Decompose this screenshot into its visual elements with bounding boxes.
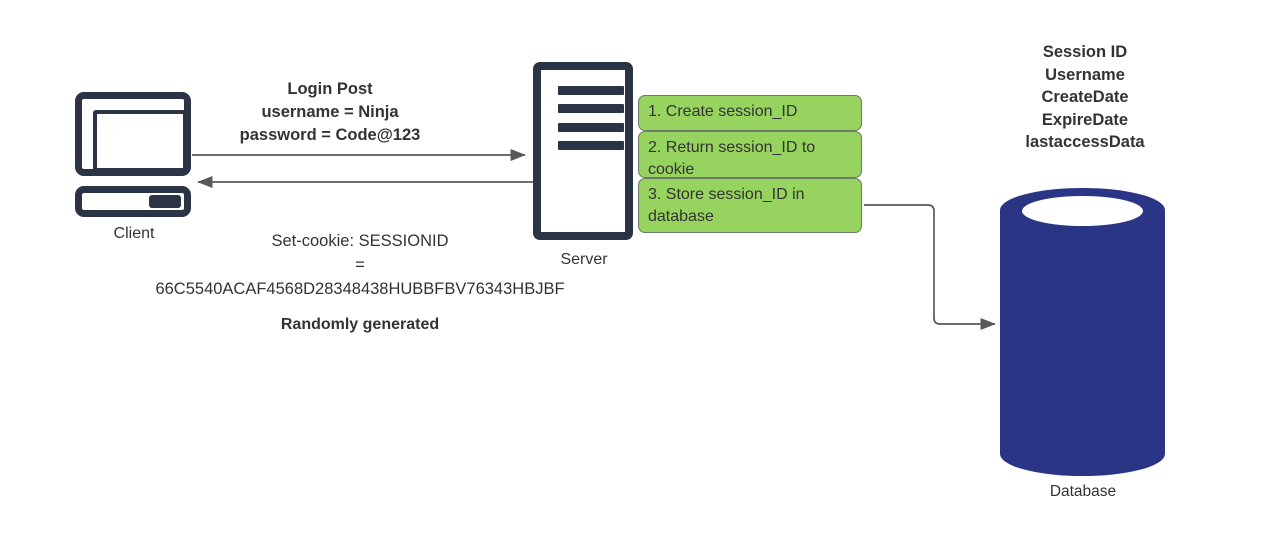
- database-label: Database: [1049, 483, 1117, 500]
- set-cookie-line-1: Set-cookie: SESSIONID: [271, 232, 449, 250]
- set-cookie-line-3: 66C5540ACAF4568D28348438HUBBFBV76343HBJB…: [155, 280, 565, 298]
- monitor-frame: [75, 92, 191, 176]
- set-cookie-message: Set-cookie: SESSIONID = 66C5540ACAF4568D…: [60, 229, 660, 301]
- monitor-screen: [93, 110, 187, 172]
- server-slot-4: [558, 141, 624, 150]
- server-label: Server: [560, 251, 608, 268]
- session-fields-list: Session ID Username CreateDate ExpireDat…: [1000, 41, 1170, 154]
- cylinder-top: [1000, 188, 1165, 232]
- database-cylinder-icon: [1000, 188, 1165, 476]
- server-slot-2: [558, 104, 624, 113]
- session-field-session-id: Session ID: [1042, 43, 1128, 61]
- randomly-generated-note: Randomly generated: [280, 316, 440, 333]
- cylinder-top-opening: [1022, 196, 1143, 226]
- client-label: Client: [113, 225, 155, 242]
- login-post-line-3: password = Code@123: [239, 126, 421, 144]
- login-post-line-2: username = Ninja: [261, 103, 399, 121]
- cylinder-body: [1000, 210, 1165, 454]
- server-slot-1: [558, 86, 624, 95]
- session-field-username: Username: [1045, 65, 1125, 84]
- client-computer-icon: [75, 92, 191, 217]
- step-box-store-session-id-in-database[interactable]: 3. Store session_ID in database: [638, 178, 862, 233]
- session-field-create-date: CreateDate: [1041, 88, 1129, 106]
- step-box-create-session-id[interactable]: 1. Create session_ID: [638, 95, 862, 131]
- set-cookie-line-2: =: [355, 256, 365, 274]
- server-chassis: [533, 62, 633, 240]
- server-rack-icon: [533, 62, 633, 240]
- arrow-step3-to-database: [864, 204, 996, 330]
- login-post-line-1: Login Post: [287, 80, 373, 98]
- session-field-expire-date: ExpireDate: [1041, 110, 1129, 129]
- server-slot-3: [558, 123, 624, 132]
- session-field-lastaccess-data: lastaccessData: [1025, 133, 1145, 151]
- step-box-return-session-id-to-cookie[interactable]: 2. Return session_ID to cookie: [638, 131, 862, 178]
- login-post-message: Login Post username = Ninja password = C…: [205, 78, 455, 147]
- computer-base-slot: [149, 195, 181, 208]
